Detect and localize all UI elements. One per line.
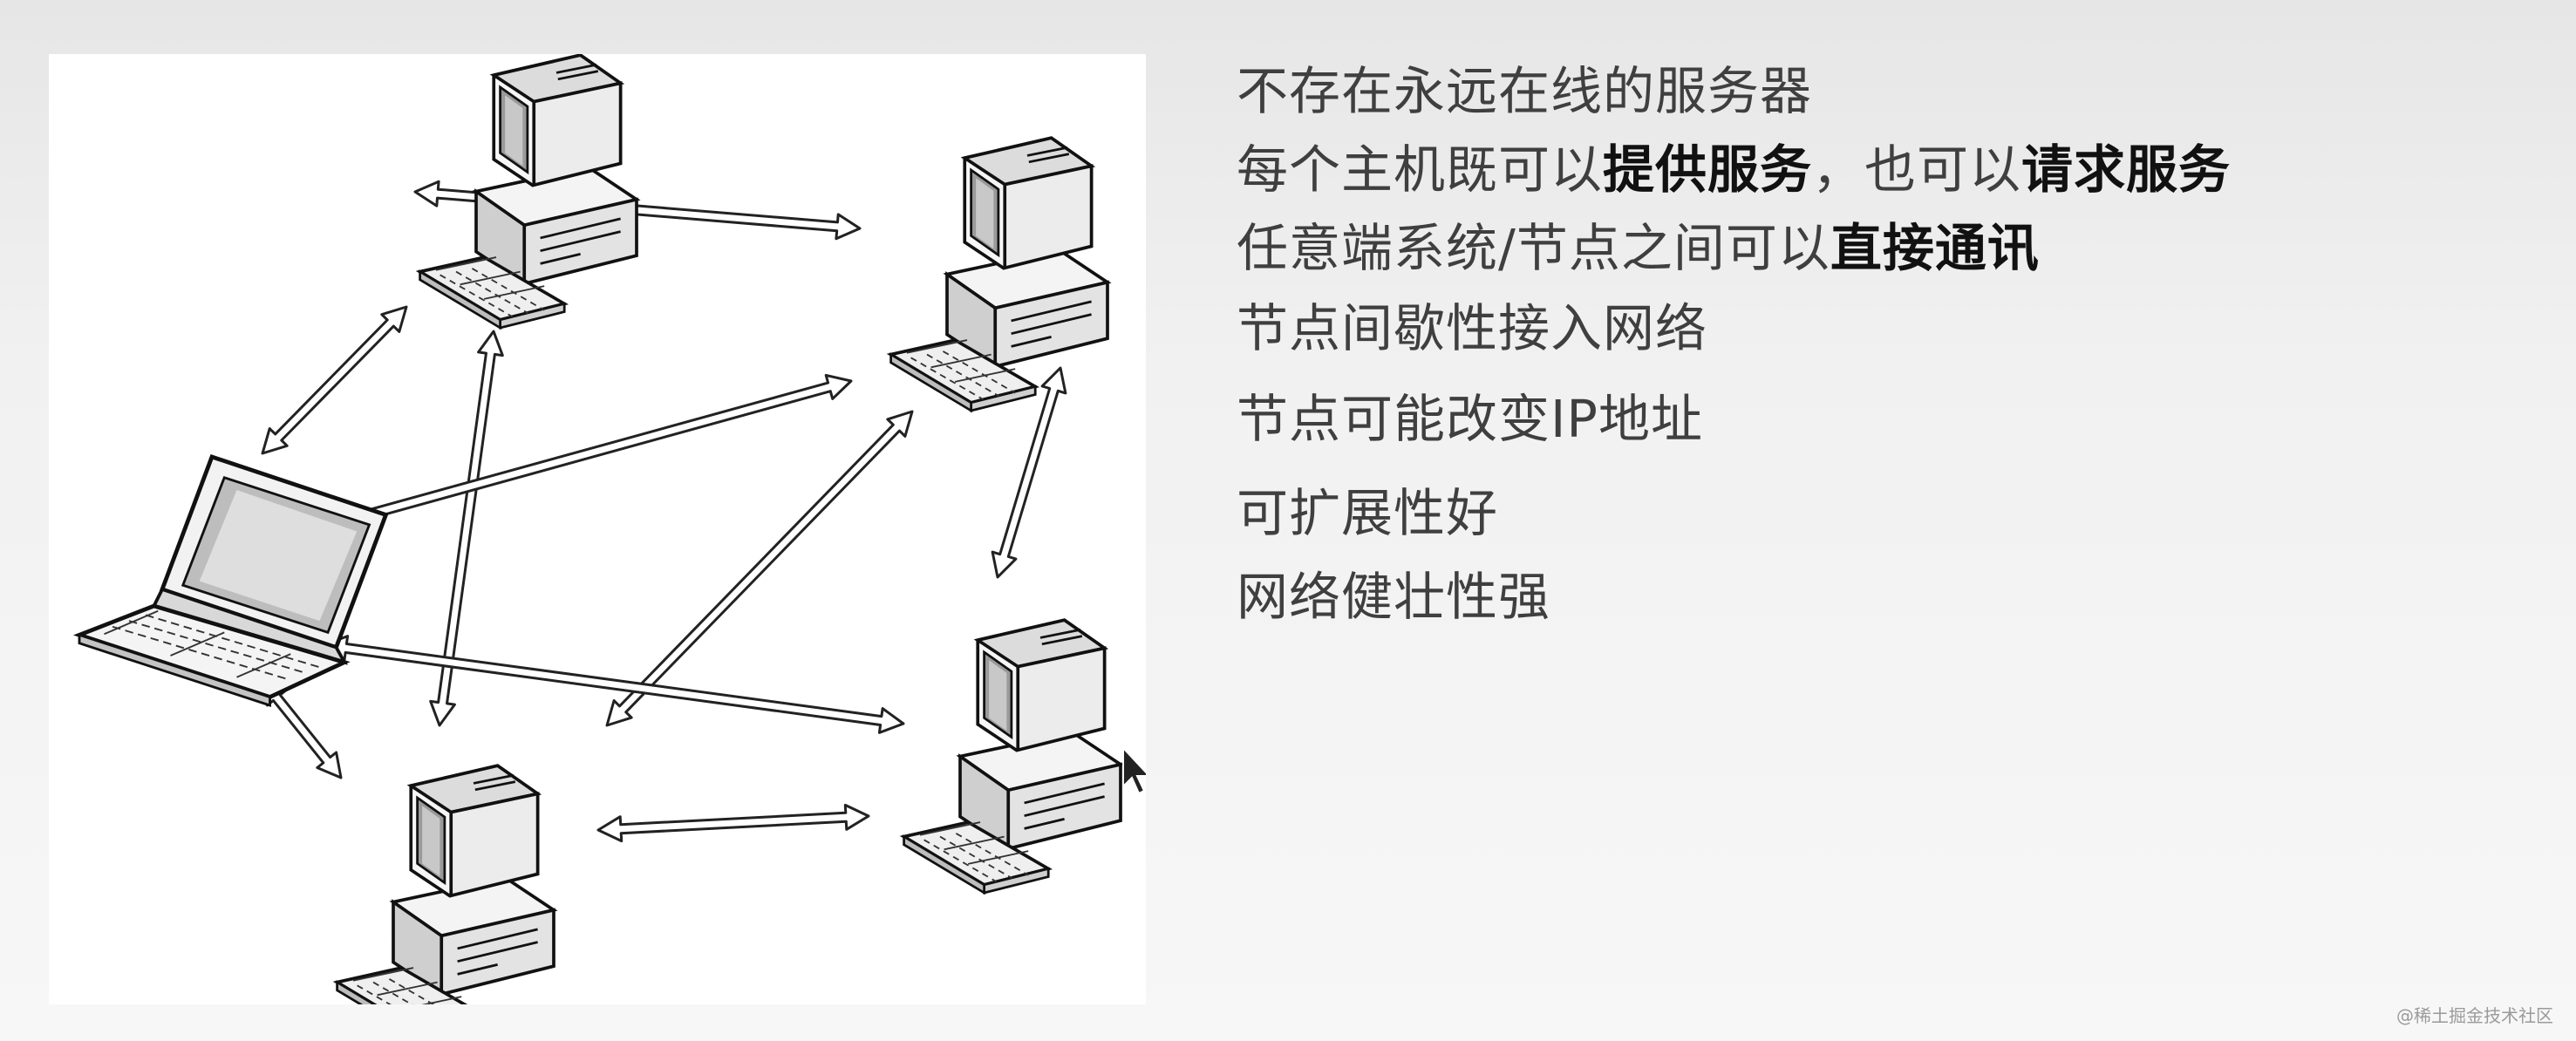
link-arrow-pc-top-laptop-left (261, 305, 408, 455)
feature-item: 可扩展性好 (1237, 481, 1498, 546)
link-arrow-pc-right-top-pc-right-bottom (991, 366, 1067, 579)
feature-item: 每个主机既可以提供服务，也可以请求服务 (1237, 138, 2231, 202)
node-desktop-bottom (335, 764, 555, 1004)
link-arrow-pc-right-top-pc-bottom (605, 410, 914, 727)
feature-text: ，也可以 (1812, 139, 2022, 200)
mouse-cursor-icon (1122, 745, 1146, 795)
feature-item: 节点可能改变IP地址 (1237, 387, 1703, 452)
link-arrow-laptop-left-pc-right-bottom (322, 635, 905, 734)
feature-text: 网络健壮性强 (1237, 567, 1551, 627)
links-layer (261, 180, 1067, 843)
feature-item: 节点间歇性接入网络 (1237, 296, 1707, 361)
p2p-network-svg (49, 54, 1146, 1004)
feature-text: 每个主机既可以 (1237, 139, 1604, 200)
feature-text: 任意端系统/节点之间可以 (1237, 218, 1830, 278)
feature-item: 网络健壮性强 (1237, 565, 1550, 629)
link-arrow-pc-top-pc-bottom (429, 330, 504, 727)
feature-text: 节点间歇性接入网络 (1237, 298, 1708, 358)
feature-emphasis: 请求服务 (2021, 139, 2232, 200)
link-arrow-pc-right-top-laptop-left (313, 373, 853, 537)
node-desktop-right-bottom (902, 618, 1122, 895)
node-desktop-right-top (889, 136, 1109, 412)
node-laptop-left (79, 457, 386, 705)
feature-text: 不存在永远在线的服务器 (1237, 61, 1813, 121)
feature-item: 不存在永远在线的服务器 (1237, 59, 1812, 124)
watermark: @稀土掘金技术社区 (2396, 1005, 2553, 1026)
feature-emphasis: 提供服务 (1603, 139, 1813, 200)
feature-emphasis: 直接通讯 (1830, 218, 2040, 278)
feature-text: 节点可能改变IP地址 (1237, 389, 1703, 449)
feature-text: 可扩展性好 (1237, 483, 1499, 543)
link-arrow-pc-bottom-pc-right-bottom (596, 803, 870, 843)
p2p-network-diagram (49, 54, 1146, 1004)
feature-item: 任意端系统/节点之间可以直接通讯 (1237, 216, 2040, 281)
